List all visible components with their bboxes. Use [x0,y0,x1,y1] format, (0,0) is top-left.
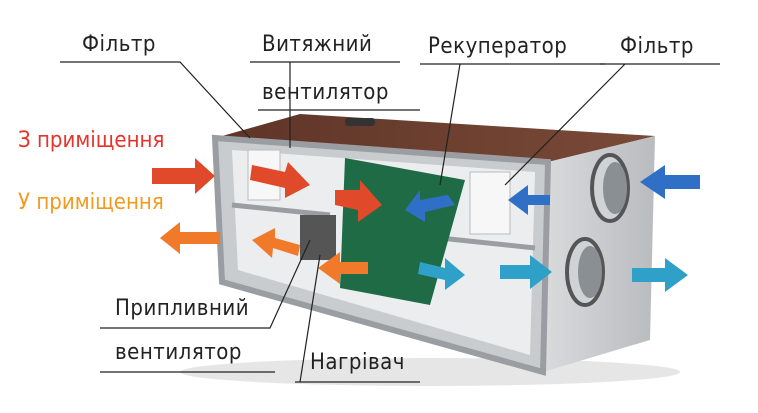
arrow-supply-2 [318,252,368,284]
arrow-supply [252,228,300,258]
arrow-outdoor-in [640,165,700,199]
label-exhaust-fan-line2: вентилятор [262,80,389,105]
arrow-cold-in [405,190,455,222]
arrow-fresh-2 [500,255,552,289]
label-filter-right: Фільтр [620,34,694,59]
label-exhaust-fan-line1: Витяжний [262,32,373,57]
arrow-from-room [152,158,215,194]
arrow-exhaust-out [632,258,688,292]
label-from-room: З приміщення [18,128,165,153]
heater-element [300,215,336,260]
label-supply-fan-line2: вентилятор [115,340,242,365]
arrow-exhaust [250,162,310,198]
arrow-cold-in-2 [508,185,550,215]
label-supply-fan-line1: Припливний [115,296,250,321]
airflow-arrows [152,158,700,292]
leader-lines [60,61,720,383]
label-heater: Нагрівач [310,350,405,375]
duct-outlets [565,153,630,307]
arrow-to-room [160,222,220,254]
arrow-exhaust-2 [335,180,382,222]
unit-lid [215,114,655,162]
arrow-fresh [418,258,465,290]
filter-right [469,171,511,235]
label-recuperator: Рекуператор [428,34,568,59]
lid-handle [345,118,375,126]
label-to-room: У приміщення [18,190,164,215]
label-filter-left: Фільтр [82,32,156,57]
